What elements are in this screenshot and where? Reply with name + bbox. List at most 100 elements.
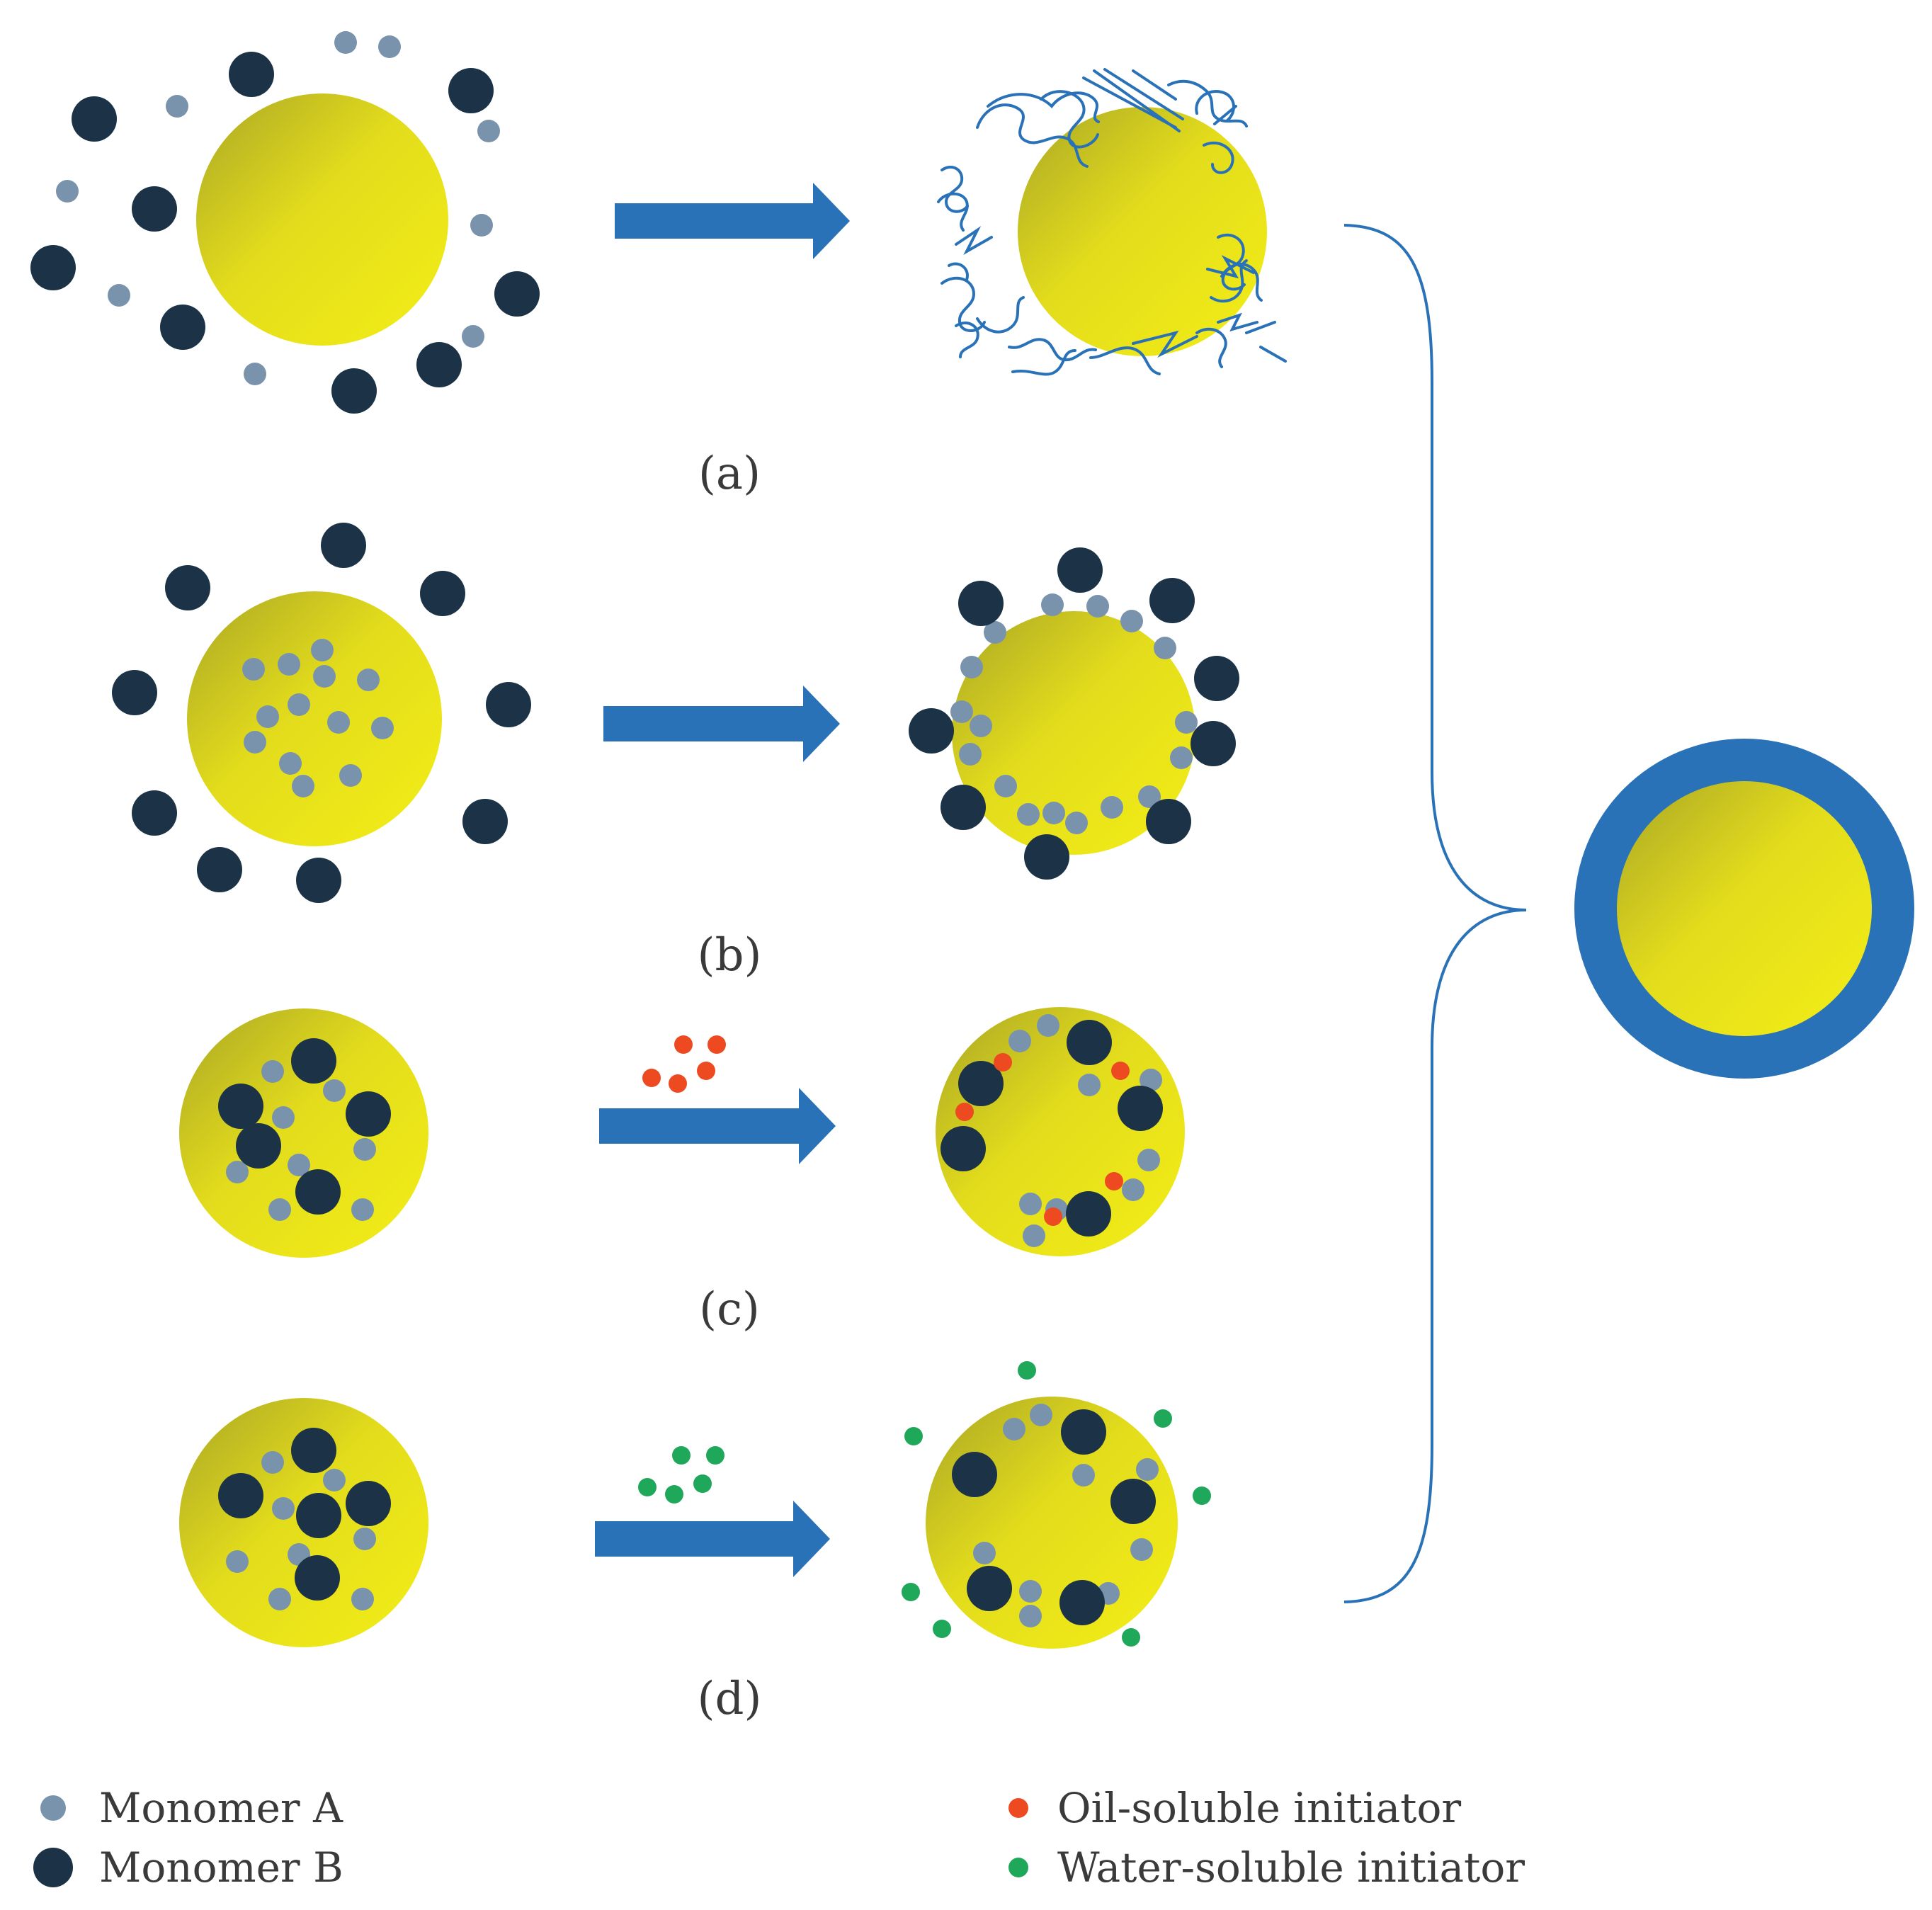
monomer-b (1110, 1479, 1156, 1524)
monomer-a-particles (56, 31, 1198, 1627)
monomer-a (1019, 1580, 1042, 1603)
monomer-a (327, 711, 350, 734)
reaction-arrow-c (599, 1088, 836, 1164)
monomer-a (288, 693, 310, 716)
water-soluble-initiator (902, 1583, 920, 1601)
legend-water-initiator-swatch (1008, 1858, 1028, 1877)
monomer-a (353, 1138, 376, 1161)
monomer-a (470, 214, 493, 237)
monomer-a (261, 1060, 284, 1083)
monomer-a (1175, 711, 1198, 734)
monomer-b (165, 565, 210, 610)
monomer-a (1019, 1193, 1042, 1215)
monomer-a (1086, 595, 1109, 618)
monomer-a (462, 325, 484, 348)
water-soluble-initiator (693, 1474, 712, 1493)
monomer-a (108, 284, 130, 307)
monomer-a (339, 764, 362, 787)
water-soluble-initiator (638, 1478, 657, 1496)
monomer-a (950, 700, 973, 723)
monomer-b (112, 670, 157, 715)
monomer-a (244, 731, 266, 754)
monomer-b (1194, 656, 1239, 701)
water-soluble-initiator (1154, 1409, 1172, 1428)
monomer-b (160, 305, 205, 350)
monomer-a (279, 752, 302, 775)
monomer-b (941, 1126, 986, 1171)
monomer-b (291, 1428, 336, 1473)
legend: Monomer A Monomer B Oil-soluble initiato… (33, 1784, 1525, 1892)
monomer-a (313, 665, 336, 688)
monomer-b (236, 1123, 281, 1169)
monomer-b (494, 271, 540, 317)
monomer-a (288, 1154, 310, 1176)
monomer-a (256, 705, 279, 728)
monomer-b (295, 1555, 340, 1601)
monomer-a (292, 775, 314, 797)
monomer-b (952, 1452, 997, 1497)
monomer-b (30, 245, 76, 290)
oil-soluble-initiator (642, 1069, 661, 1087)
monomer-a (970, 715, 992, 737)
monomer-a (272, 1106, 295, 1129)
monomer-a (351, 1198, 374, 1221)
monomer-b (1067, 1020, 1112, 1065)
monomer-b (1061, 1409, 1106, 1455)
monomer-b (346, 1091, 391, 1137)
water-soluble-initiator (904, 1427, 923, 1445)
monomer-b (72, 96, 117, 142)
legend-monomer-b-swatch (33, 1848, 73, 1887)
monomer-b (416, 342, 462, 387)
reaction-arrow-d (595, 1501, 830, 1577)
monomer-a (357, 669, 380, 691)
monomer-a (1137, 1149, 1160, 1171)
legend-water-initiator-label: Water-soluble initiator (1057, 1843, 1525, 1892)
panel-a-left-core (196, 93, 448, 346)
monomer-b (331, 368, 377, 414)
monomer-a (1130, 1538, 1153, 1561)
water-soluble-initiator (1122, 1628, 1140, 1647)
legend-oil-initiator-swatch (1008, 1798, 1028, 1818)
water-soluble-initiator (706, 1446, 724, 1465)
oil-soluble-initiator (669, 1074, 687, 1093)
monomer-a (1138, 785, 1161, 808)
monomer-b (1191, 721, 1236, 766)
panel-label-d: (d) (698, 1673, 762, 1725)
monomer-a (278, 653, 300, 676)
monomer-b (132, 790, 177, 836)
panel-b-left-core (187, 591, 442, 846)
monomer-a (1120, 610, 1143, 632)
oil-soluble-initiator (1044, 1207, 1062, 1226)
monomer-a (477, 120, 500, 142)
monomer-b (291, 1038, 336, 1084)
monomer-b (1146, 799, 1191, 844)
oil-soluble-initiator (1111, 1062, 1130, 1080)
water-soluble-initiator (933, 1620, 951, 1638)
monomer-b (1149, 578, 1195, 623)
monomer-b-particles (30, 52, 1239, 1625)
monomer-b (1057, 547, 1103, 593)
legend-monomer-a-swatch (40, 1795, 66, 1821)
monomer-a (261, 1451, 284, 1474)
core-shell-particle (1574, 739, 1914, 1079)
monomer-b (462, 799, 508, 844)
monomer-b (1024, 834, 1069, 880)
monomer-a (1042, 802, 1065, 824)
monomer-b (1118, 1086, 1163, 1131)
water-soluble-initiator (1018, 1361, 1036, 1380)
monomer-a (1003, 1418, 1025, 1440)
monomer-b (420, 571, 465, 616)
legend-monomer-b-label: Monomer B (99, 1843, 343, 1892)
monomer-b (941, 785, 986, 830)
monomer-a (268, 1198, 291, 1221)
monomer-b (229, 52, 274, 97)
oil-initiator-particles (642, 1035, 1130, 1226)
monomer-b (909, 708, 954, 754)
monomer-a (56, 180, 79, 203)
panel-label-a: (a) (698, 448, 761, 500)
monomer-a (311, 639, 334, 661)
monomer-a (984, 621, 1006, 644)
monomer-a (1017, 803, 1040, 826)
grouping-brace (1343, 224, 1527, 1603)
